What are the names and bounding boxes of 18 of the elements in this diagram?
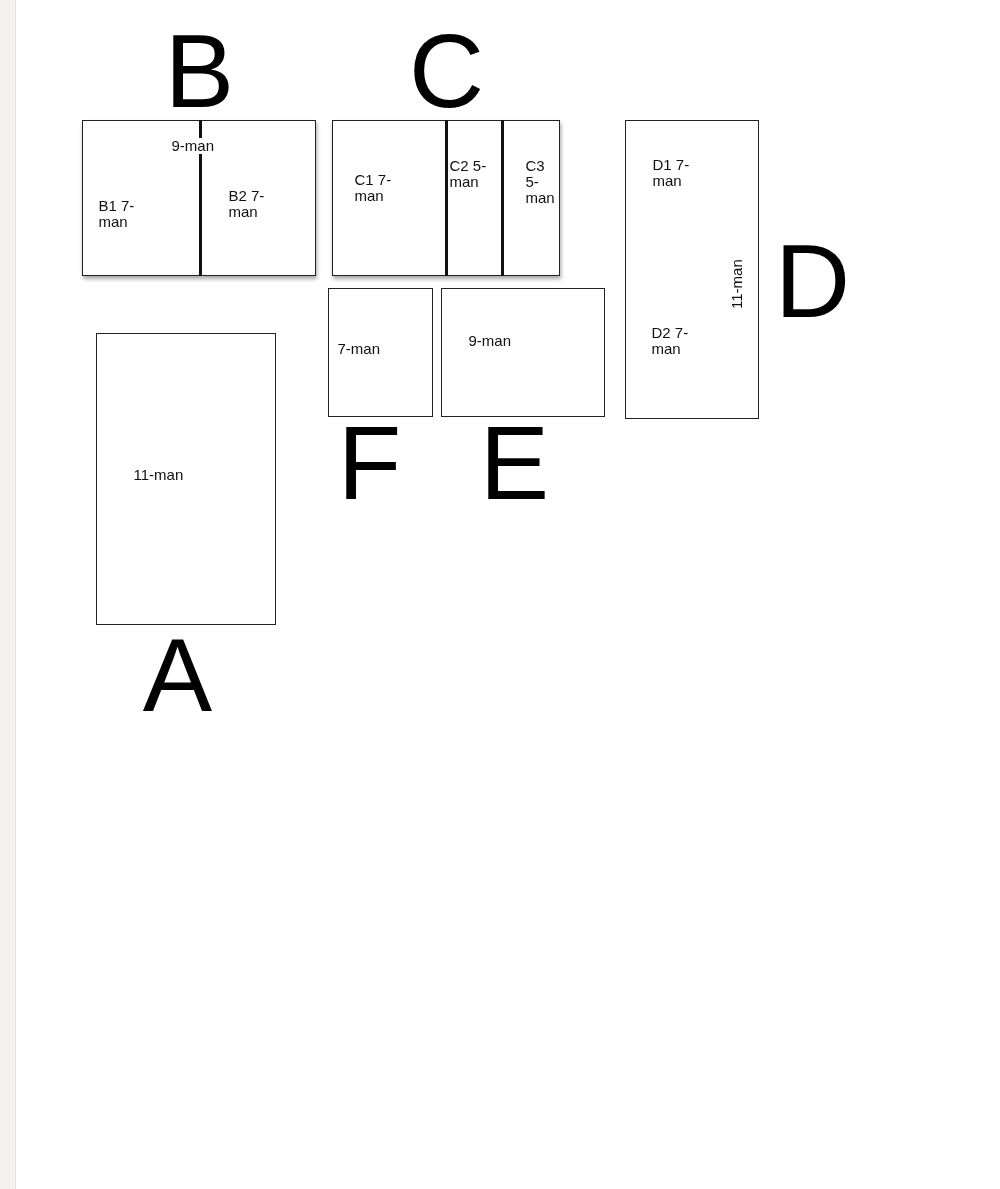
field-letter: C: [407, 30, 486, 111]
field-label: C1 7-man: [354, 171, 393, 204]
field-label: C2 5- man: [449, 157, 488, 190]
field-label: C3 5- man: [525, 157, 556, 206]
field-label: B1 7-man: [98, 197, 136, 230]
field-label: 11-man: [133, 466, 185, 483]
field-label: 11-man: [728, 257, 745, 309]
field-letter: E: [478, 422, 551, 503]
field-letter: B: [163, 30, 236, 111]
field-label: D2 7-man: [651, 324, 690, 357]
field-letter: D: [773, 240, 852, 321]
field-label: B2 7-man: [228, 187, 266, 220]
field-label: 9-man: [170, 137, 216, 154]
field-label: D1 7-man: [652, 156, 691, 189]
field-letter: A: [141, 634, 214, 715]
field-label: 7-man: [337, 340, 382, 357]
field-label: 9-man: [468, 332, 513, 349]
field-letter: F: [336, 422, 403, 503]
